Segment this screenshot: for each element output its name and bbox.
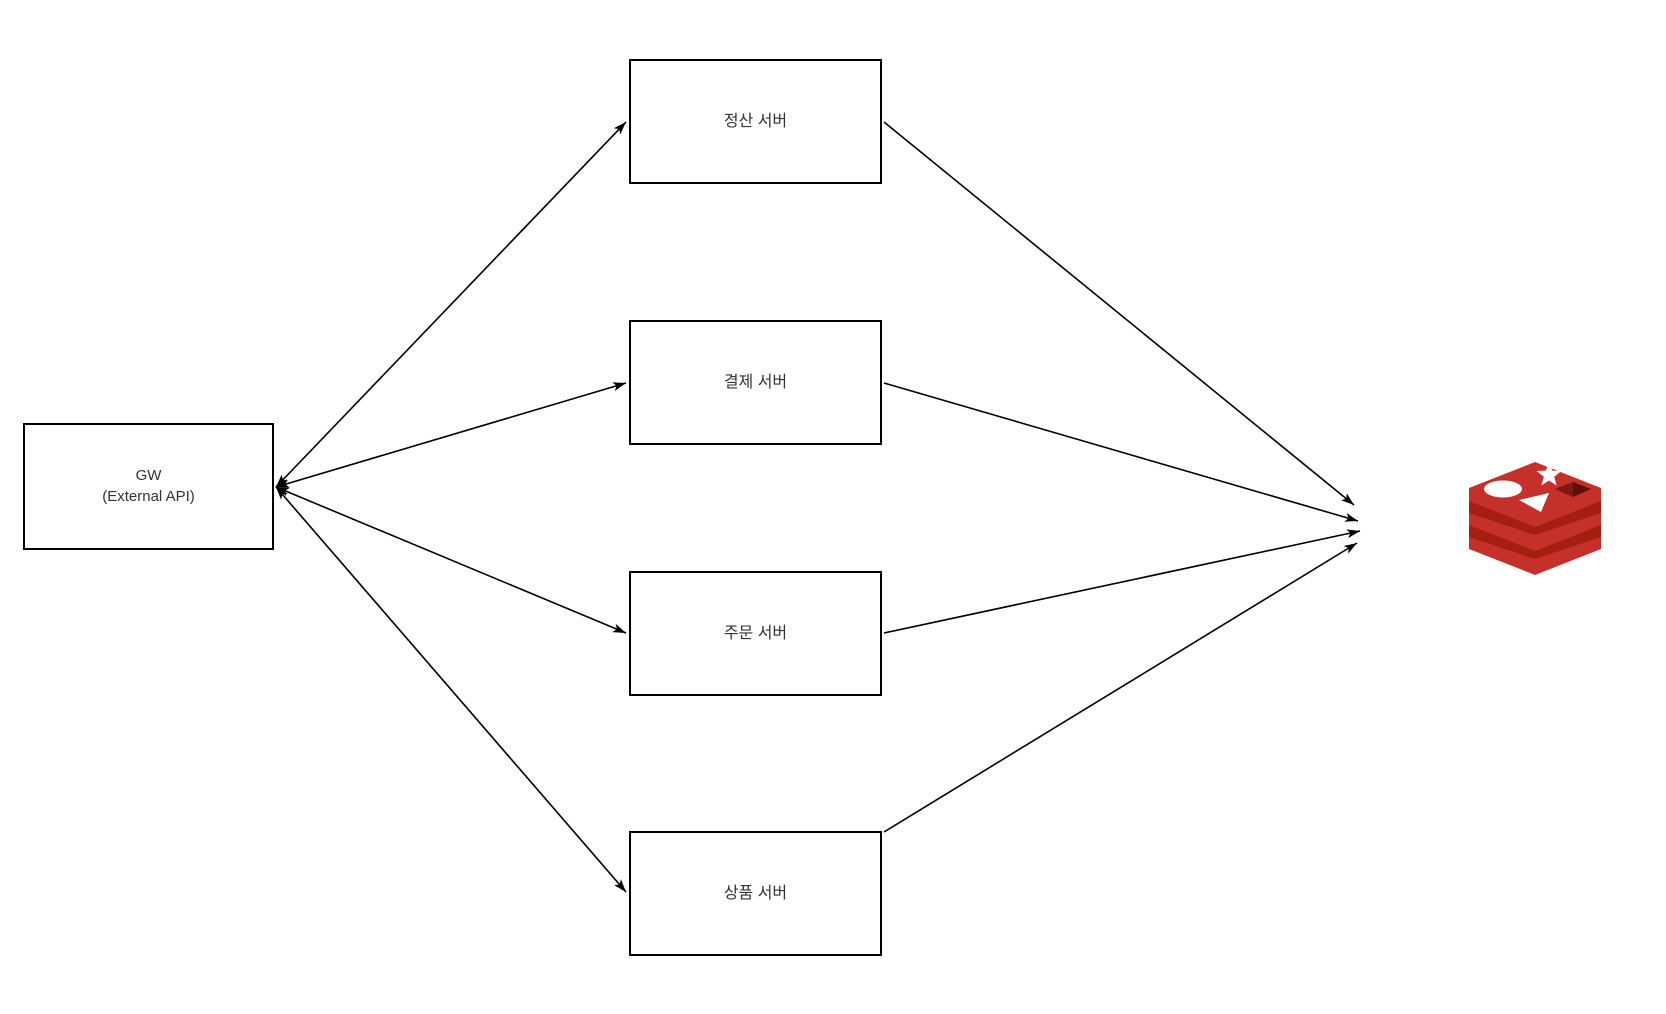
connector-gw-payment bbox=[275, 382, 627, 488]
node-settlement-server: 정산 서버 bbox=[629, 59, 882, 184]
node-payment-server: 결제 서버 bbox=[629, 320, 882, 445]
node-label: 상품 서버 bbox=[723, 884, 788, 902]
gateway-title: GW bbox=[135, 467, 162, 485]
redis-triangle-shape bbox=[1519, 493, 1549, 512]
connector-product-redis bbox=[883, 542, 1358, 833]
connector-gw-product bbox=[275, 486, 627, 893]
connector-order-redis bbox=[883, 529, 1361, 634]
gateway-subtitle: (External API) bbox=[102, 487, 195, 505]
connector-payment-redis bbox=[883, 382, 1359, 522]
redis-ellipse-shape bbox=[1484, 480, 1522, 498]
node-label: 주문 서버 bbox=[723, 624, 788, 642]
redis-logo-icon bbox=[1469, 462, 1601, 575]
node-label: 정산 서버 bbox=[723, 112, 788, 130]
node-gateway: GW (External API) bbox=[23, 423, 274, 550]
node-order-server: 주문 서버 bbox=[629, 571, 882, 696]
node-label: 결제 서버 bbox=[723, 373, 788, 391]
node-product-server: 상품 서버 bbox=[629, 831, 882, 956]
connector-gw-order bbox=[275, 486, 627, 634]
connector-gw-settlement bbox=[275, 121, 627, 488]
connector-settlement-redis bbox=[883, 121, 1355, 506]
redis-star-shape bbox=[1536, 462, 1562, 486]
